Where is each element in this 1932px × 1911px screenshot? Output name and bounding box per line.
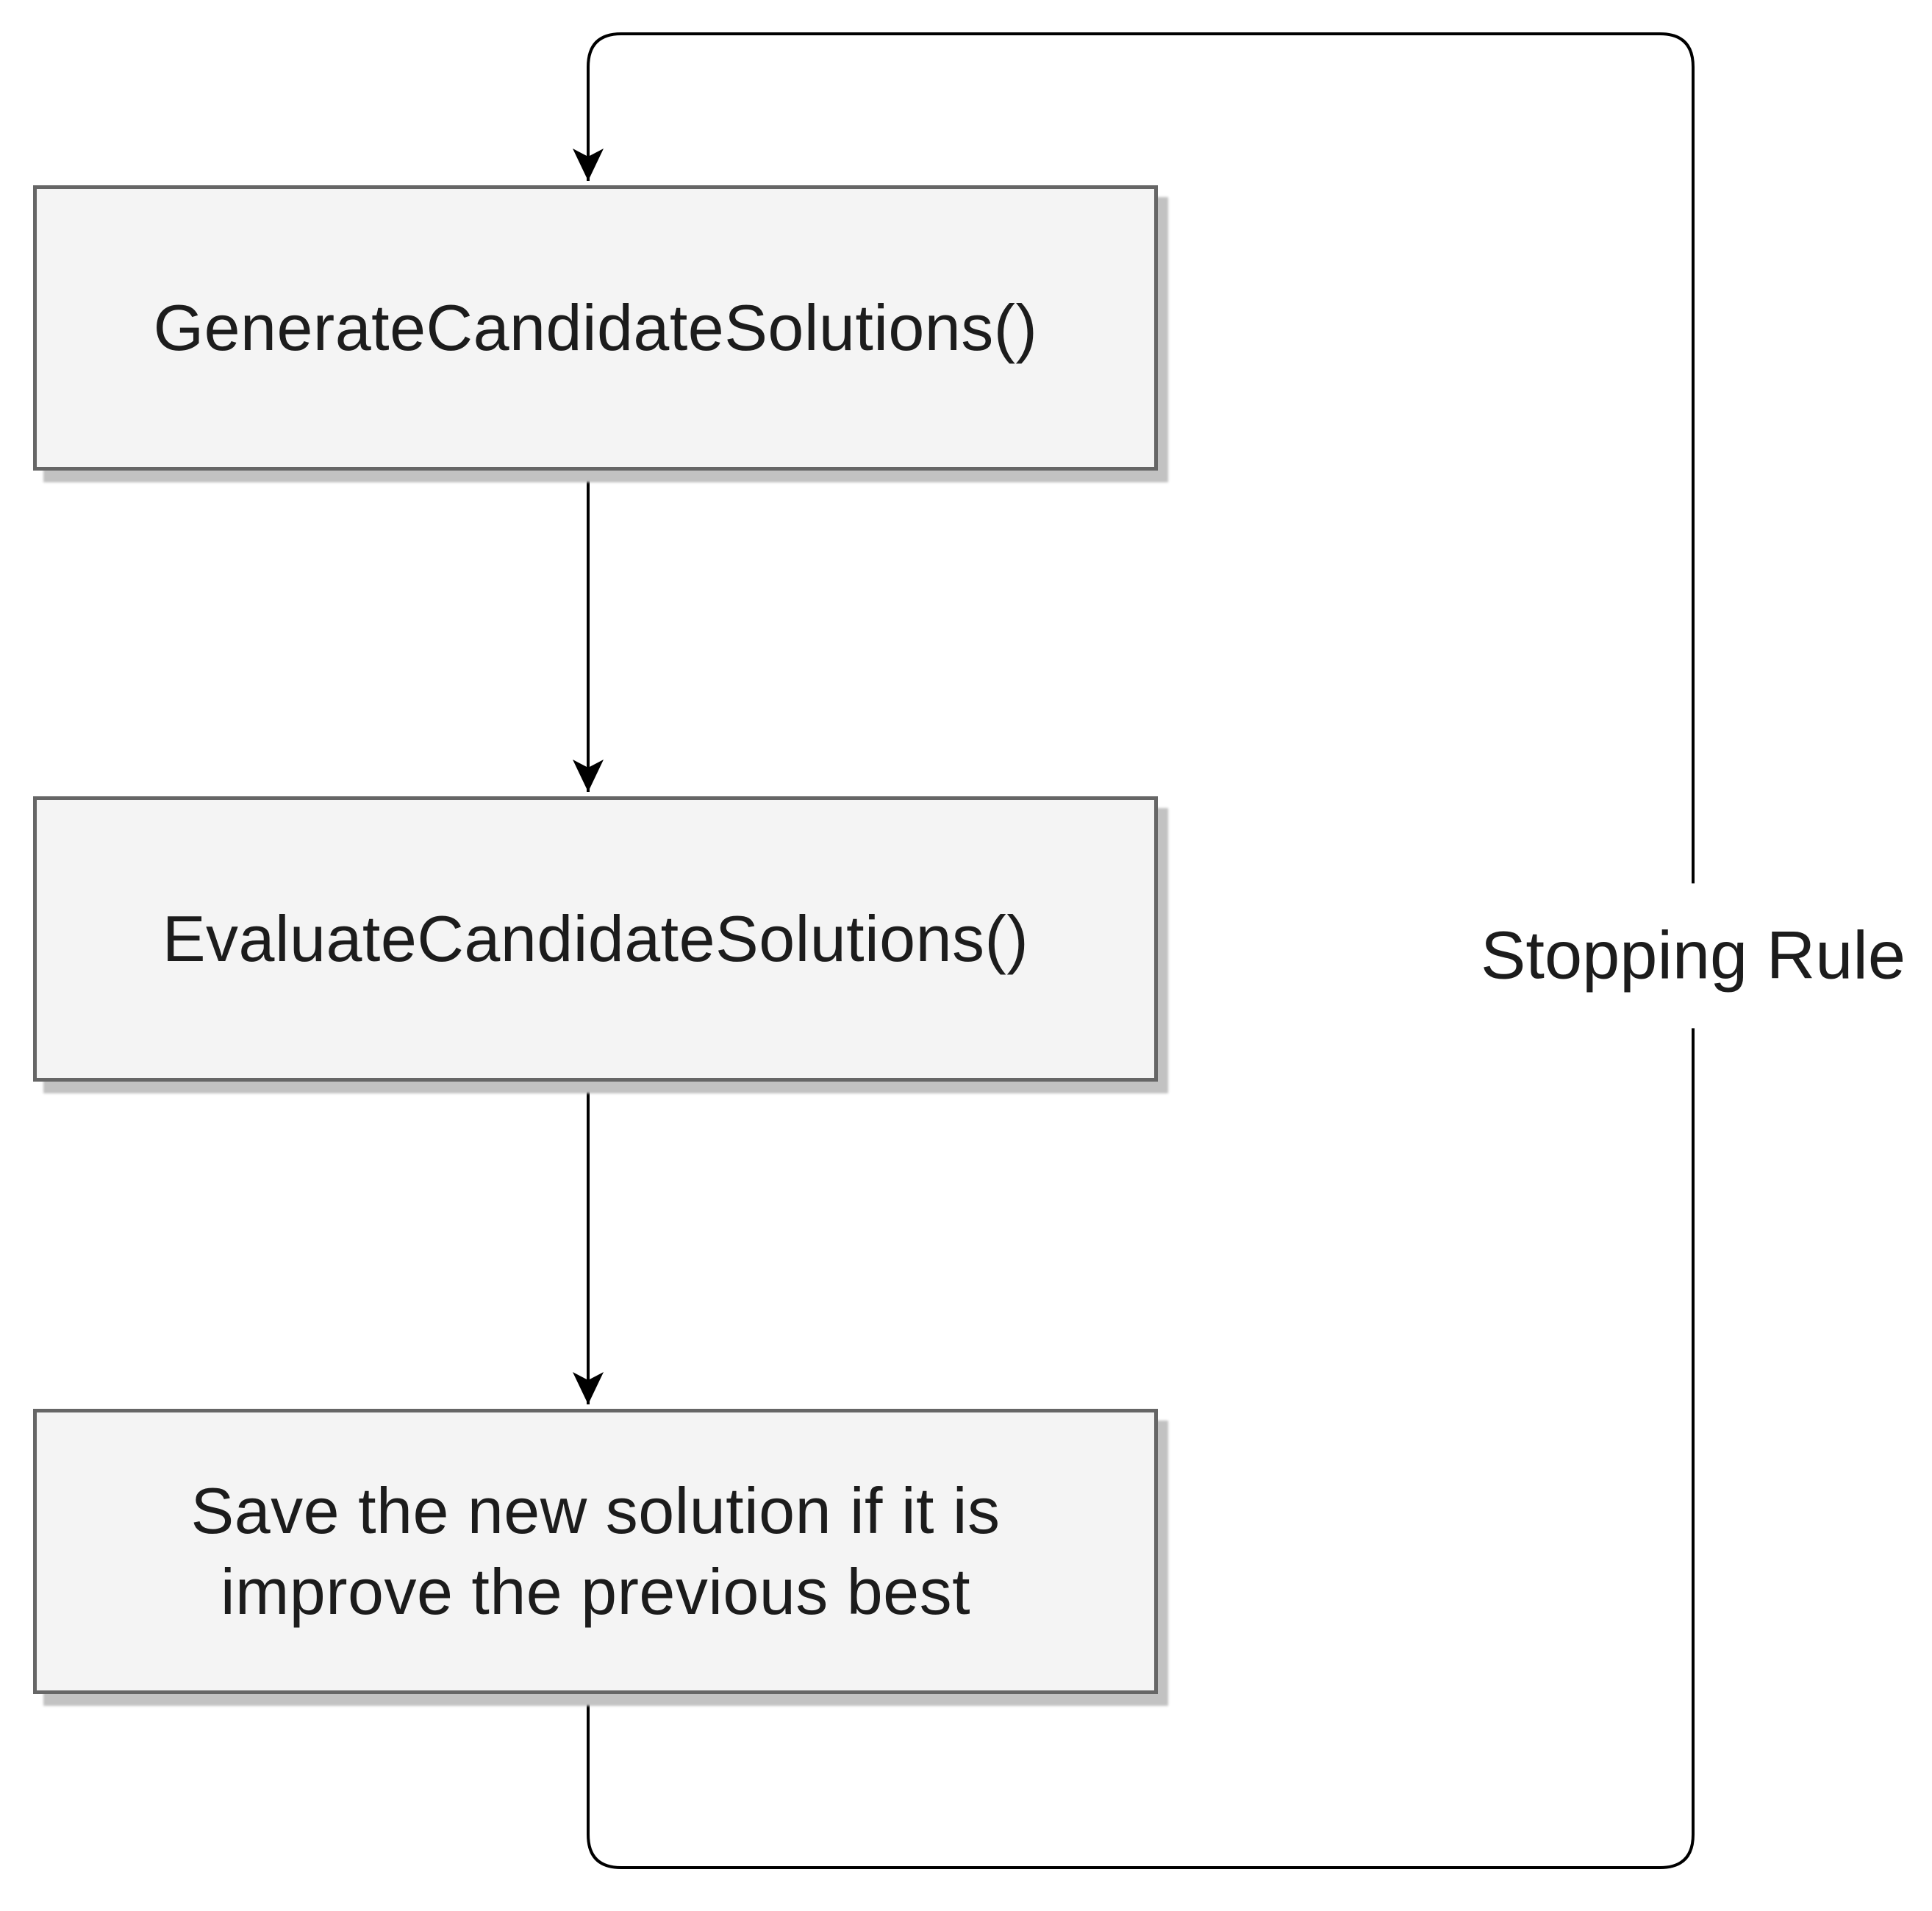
node-evaluate-candidate-solutions: EvaluateCandidateSolutions() <box>33 796 1158 1082</box>
loop-label-stopping-rule: Stopping Rule <box>1469 883 1917 1029</box>
node-label-save: Save the new solution if it is improve t… <box>190 1474 1001 1628</box>
node-label-evaluate: EvaluateCandidateSolutions() <box>162 902 1029 975</box>
node-generate-candidate-solutions: GenerateCandidateSolutions() <box>33 185 1158 471</box>
node-save-solution: Save the new solution if it is improve t… <box>33 1409 1158 1694</box>
node-label-generate: GenerateCandidateSolutions() <box>153 291 1038 364</box>
